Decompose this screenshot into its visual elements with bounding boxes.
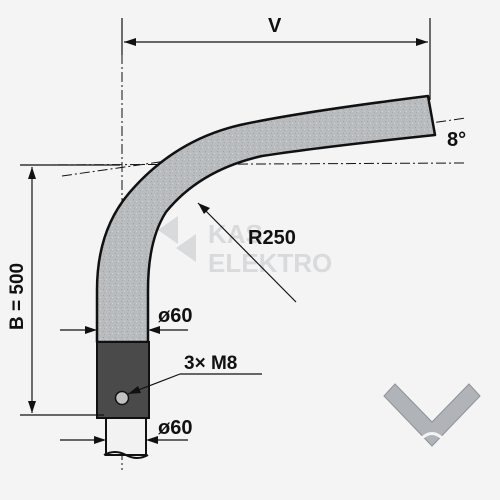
watermark-logo-icon	[158, 216, 196, 262]
watermark: KAS ELEKTRO	[158, 216, 332, 278]
diameter-bottom-dim	[60, 436, 188, 444]
radius-leader	[197, 202, 297, 303]
diameter-top-dim	[60, 326, 188, 334]
watermark-line2: ELEKTRO	[208, 248, 332, 278]
angle-label: 8°	[447, 129, 466, 151]
diameter-top-arrow-left	[85, 326, 97, 334]
dim-b-label: B = 500	[7, 263, 28, 330]
horizontal-axis-line	[39, 162, 467, 166]
radius-leader-line	[197, 202, 297, 303]
dimension-v	[121, 18, 431, 100]
pipe-break-line	[103, 451, 149, 459]
dim-v-arrow-right	[416, 38, 428, 46]
dim-b-arrow-bottom	[28, 401, 36, 413]
bend-chevron-icon	[383, 383, 481, 447]
connection-sleeve	[96, 341, 150, 419]
dim-b-arrow-top	[28, 167, 36, 179]
diameter-bottom-label: ø60	[158, 417, 192, 439]
screws-label: 3× M8	[184, 353, 237, 374]
galvanized-bend-pipe	[95, 94, 437, 344]
diameter-bottom-arrow-right	[146, 436, 158, 444]
screw-leader	[127, 373, 262, 395]
diameter-top-arrow-right	[148, 326, 160, 334]
pipe-bottom-end	[105, 414, 147, 456]
screw-leader-arrow	[128, 386, 141, 394]
dim-v-label: V	[268, 15, 282, 37]
pipe	[95, 94, 437, 459]
dim-v-arrow-left	[124, 38, 136, 46]
screw-icon	[114, 390, 130, 406]
dimension-b	[20, 164, 120, 416]
diameter-top-label: ø60	[158, 305, 192, 327]
radius-label: R250	[248, 227, 296, 249]
radius-leader-arrow	[198, 203, 210, 214]
diameter-bottom-arrow-left	[94, 436, 106, 444]
watermark-line1: KAS	[208, 219, 263, 249]
